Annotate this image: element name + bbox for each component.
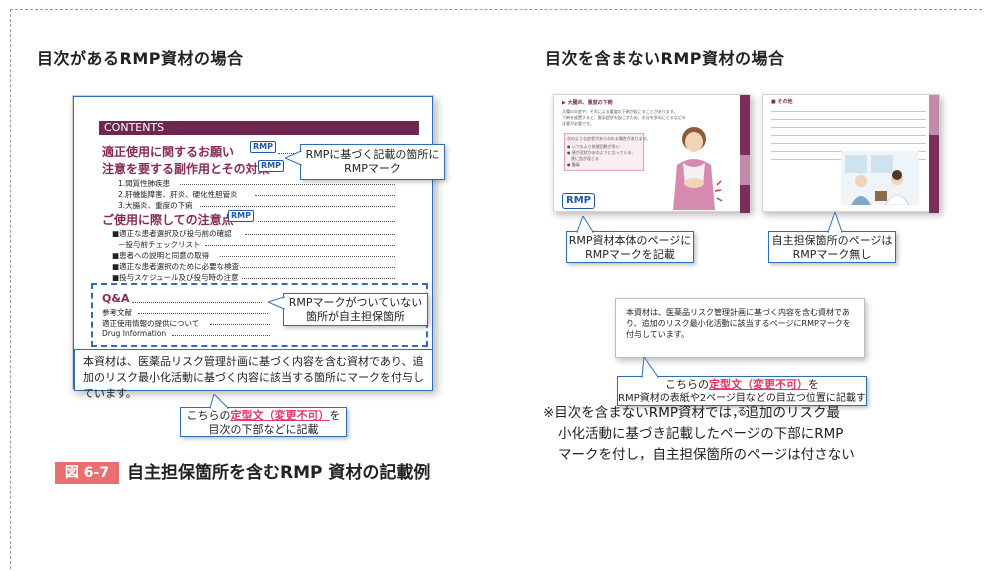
standard-note-box: 本資材は、医薬品リスク管理計画に基づく内容を含む資材であり、追加のリスク最小化活… <box>74 349 433 400</box>
page1-box-title: 次のような症状があらわれる場合があります。 <box>567 136 651 141</box>
toc-leader <box>258 221 395 222</box>
qa-heading: Q&A <box>102 292 130 305</box>
callout-text: こちらの <box>665 378 709 391</box>
frame-dashed-top <box>10 9 982 10</box>
doctor-consultation-illustration <box>841 151 919 205</box>
toc-leader <box>205 245 395 246</box>
page1-box-item: ● いつもより排便回数が多い <box>567 144 620 149</box>
toc-sub-item: ■適正な患者選択及び投与前の確認 <box>112 229 232 238</box>
callout-rmp-mark: RMPに基づく記載の箇所にRMPマーク <box>300 144 445 180</box>
ruled-line <box>771 127 926 128</box>
callout-text: を <box>808 378 819 391</box>
toc-item-3: ご使用に際しての注意点 <box>102 213 234 227</box>
figure-number: 図 6-7 <box>55 462 119 484</box>
toc-leader <box>132 302 262 303</box>
toc-sub-item: ■適正な患者選択のために必要な検査 <box>112 262 240 271</box>
callout-rmp-body-page: RMP資材本体のページにRMPマークを記載 <box>566 231 694 263</box>
page1-text: 大腸の炎症や、それによる重度の下痢が起こることがあります。 <box>562 109 678 114</box>
footnote-line: マークを付し，自主担保箇所のページは付さない <box>558 447 855 463</box>
page1-title: ▶ 大腸炎、重度の下痢 <box>562 100 613 106</box>
toc-leader <box>242 278 395 279</box>
qa-sub-item: Drug Information <box>102 329 167 338</box>
ruled-line <box>771 143 926 144</box>
woman-illustration <box>673 127 723 210</box>
callout-pointer <box>285 150 302 166</box>
callout-pointer <box>210 394 230 409</box>
page-sidebar <box>929 95 939 213</box>
qa-sub-item: 参考文献 <box>102 308 132 317</box>
toc-leader <box>180 184 395 185</box>
rmp-mark: RMP <box>562 193 595 209</box>
toc-item-1: 適正使用に関するお願い <box>102 145 235 159</box>
footnote-line: ※目次を含まないRMP資材では，追加のリスク最 <box>543 405 840 421</box>
callout-fixed-text-right: こちらの定型文（変更不可）を RMP資材の表紙や2ページ目などの目立つ位置に記載… <box>617 376 867 418</box>
contents-bar: CONTENTS <box>99 121 419 135</box>
callout-pointer <box>641 357 659 378</box>
rmp-mark: RMP <box>250 141 276 153</box>
qa-sub-item: 適正使用情報の提供について <box>102 319 200 328</box>
frame-dashed-left <box>10 9 11 569</box>
footnote-line: 小化活動に基づき記載したページの下部にRMP <box>558 426 844 442</box>
toc-sub-item: ■投与スケジュール及び投与時の注意 <box>112 273 239 282</box>
toc-leader <box>138 313 268 314</box>
page1-box-item: 便に血が混じる <box>567 156 599 161</box>
callout-self-assured: RMPマークがついていない箇所が自主担保箇所 <box>283 293 428 326</box>
page-sidebar-tab <box>929 95 939 135</box>
page-sidebar <box>740 95 750 213</box>
callout-pointer <box>827 212 843 233</box>
toc-leader <box>240 267 395 268</box>
toc-leader <box>210 324 270 325</box>
toc-sub-item: ■患者への説明と同意の取得 <box>112 251 210 260</box>
fixed-text-emphasis: 定型文（変更不可） <box>230 409 330 422</box>
rmp-mark: RMP <box>228 210 254 222</box>
rmp-mark: RMP <box>258 160 284 172</box>
standard-note-box-right: 本資材は、医薬品リスク管理計画に基づく内容を含む資材であり、追加のリスク最小化活… <box>615 298 865 358</box>
toc-item-2: 注意を要する副作用とその対策 <box>102 162 270 176</box>
left-section-heading: 目次があるRMP資材の場合 <box>37 49 244 68</box>
ruled-line <box>771 111 926 112</box>
page-sidebar-tab <box>740 155 750 185</box>
callout-pointer <box>576 216 594 233</box>
ruled-line <box>771 135 926 136</box>
toc-sub-item: －投与前チェックリスト <box>118 240 201 249</box>
page1-box-item: ● 腹痛 <box>567 162 580 167</box>
rmp-body-page: ▶ 大腸炎、重度の下痢 大腸の炎症や、それによる重度の下痢が起こることがあります… <box>553 94 751 213</box>
callout-text: を <box>329 409 341 422</box>
page1-text: 下痢を放置すると、脱水症状を起こすため、水分を多めにとるなどの <box>562 115 686 120</box>
toc-leader <box>172 335 270 336</box>
footnote: ※目次を含まないRMP資材では，追加のリスク最 小化活動に基づき記載したページの… <box>543 403 973 466</box>
page1-symptom-box: 次のような症状があらわれる場合があります。 ● いつもより排便回数が多い ● 便… <box>564 133 650 171</box>
fixed-text-emphasis: 定型文（変更不可） <box>709 378 808 391</box>
callout-text: RMP資材の表紙や2ページ目などの目立つ位置に記載する <box>618 393 866 418</box>
toc-leader <box>220 256 395 257</box>
callout-text: 目次の下部などに記載 <box>208 423 319 436</box>
self-assured-page: ■ その他 <box>762 94 940 213</box>
page1-box-item: ● 便が泥状か水のようになっている、 <box>567 150 636 155</box>
callout-fixed-text-left: こちらの定型文（変更不可）を 目次の下部などに記載 <box>180 407 347 437</box>
callout-text: こちらの <box>186 409 231 422</box>
page1-text: 注意が必要です。 <box>562 121 594 126</box>
figure-title: 自主担保箇所を含むRMP 資材の記載例 <box>127 463 431 483</box>
toc-sub-item: 2.肝機能障害、肝炎、硬化性胆管炎 <box>118 190 238 199</box>
toc-sub-item: 1.間質性肺疾患 <box>118 179 171 188</box>
right-section-heading: 目次を含まないRMP資材の場合 <box>545 49 785 68</box>
callout-pointer <box>268 296 285 310</box>
page2-title: ■ その他 <box>771 99 793 105</box>
ruled-line <box>771 119 926 120</box>
toc-leader <box>200 206 395 207</box>
callout-self-assured-page: 自主担保箇所のページはRMPマーク無し <box>768 231 896 263</box>
toc-leader <box>245 234 395 235</box>
toc-leader <box>255 195 395 196</box>
toc-sub-item: 3.大腸炎、重度の下痢 <box>118 201 193 210</box>
